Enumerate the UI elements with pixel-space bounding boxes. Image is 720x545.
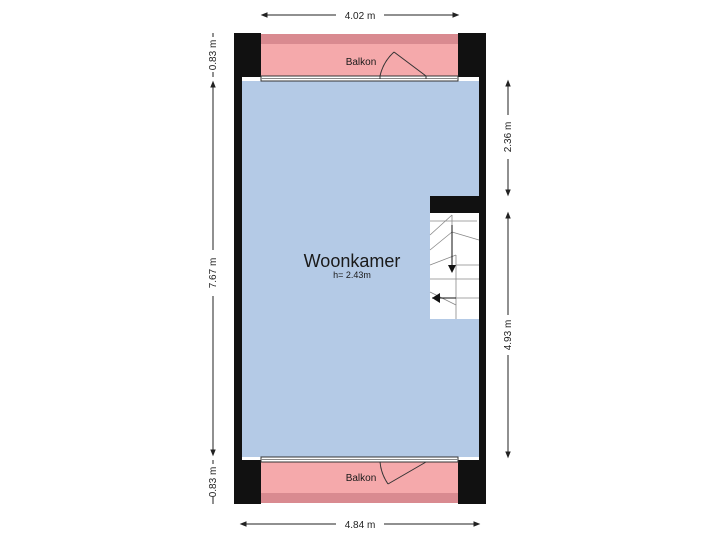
- wall-stair-right: [479, 213, 486, 319]
- wall-left-bottom-block: [234, 460, 261, 504]
- balcony-bottom-shade: [260, 493, 458, 503]
- dimension-right-upper-label: 2.36 m: [503, 122, 514, 153]
- dimension-right: [505, 79, 511, 459]
- room-name: Woonkamer: [304, 251, 401, 271]
- dimension-bottom: [239, 521, 481, 527]
- dimension-top: [260, 12, 460, 18]
- stair-direction-arrow: [432, 225, 456, 303]
- dimension-left-top-label: 0.83 m: [208, 40, 219, 71]
- dimension-right-lower-label: 4.93 m: [503, 320, 514, 351]
- balcony-top-label: Balkon: [346, 57, 377, 68]
- wall-right-lower: [479, 319, 486, 460]
- wall-left: [234, 33, 242, 504]
- wall-stair-top: [430, 196, 486, 213]
- dimension-left: [210, 33, 216, 504]
- wall-right-bottom-block: [458, 460, 486, 504]
- wall-right-top-block: [458, 33, 486, 77]
- balcony-bottom-label: Balkon: [346, 473, 377, 484]
- dimension-left-total-label: 7.67 m: [208, 258, 219, 289]
- dimension-bottom-label: 4.84 m: [345, 520, 376, 531]
- wall-left-top-block: [234, 33, 261, 77]
- room-height-label: h= 2.43m: [333, 270, 371, 280]
- dimension-left-bottom-label: 0.83 m: [208, 467, 219, 498]
- balcony-top-shade: [260, 34, 458, 44]
- wall-right-upper: [479, 77, 486, 213]
- door-swing-bottom: [379, 461, 427, 485]
- door-swing-top: [379, 51, 427, 79]
- dimension-top-label: 4.02 m: [345, 11, 376, 22]
